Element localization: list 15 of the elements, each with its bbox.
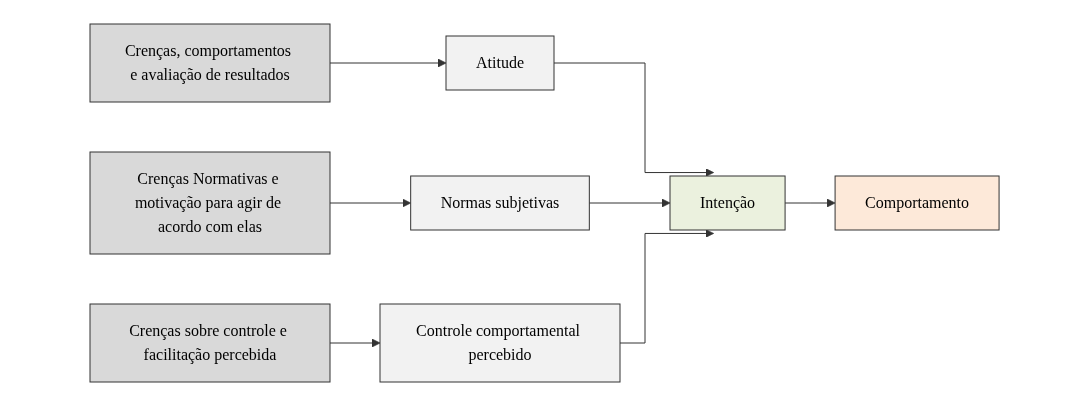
node-box: Intenção [669, 175, 786, 230]
node-box: Controle comportamental percebido [379, 303, 621, 382]
arrow [588, 198, 671, 207]
node-box: Crenças sobre controle e facilitação percebida [89, 303, 331, 382]
node-box: Crenças, comportamentos e avaliação de resultados [89, 23, 331, 102]
arrow [329, 198, 412, 207]
node-box: Normas subjetivas [410, 175, 590, 230]
arrow [553, 62, 714, 177]
node-box: Crenças Normativas e motivação para agir de acordo com elas [89, 151, 331, 254]
arrow [329, 338, 381, 347]
arrow [619, 228, 714, 343]
arrow [784, 198, 836, 207]
node-box: Comportamento [834, 175, 1000, 230]
arrow [329, 58, 447, 67]
node-box: Atitude [445, 35, 555, 90]
